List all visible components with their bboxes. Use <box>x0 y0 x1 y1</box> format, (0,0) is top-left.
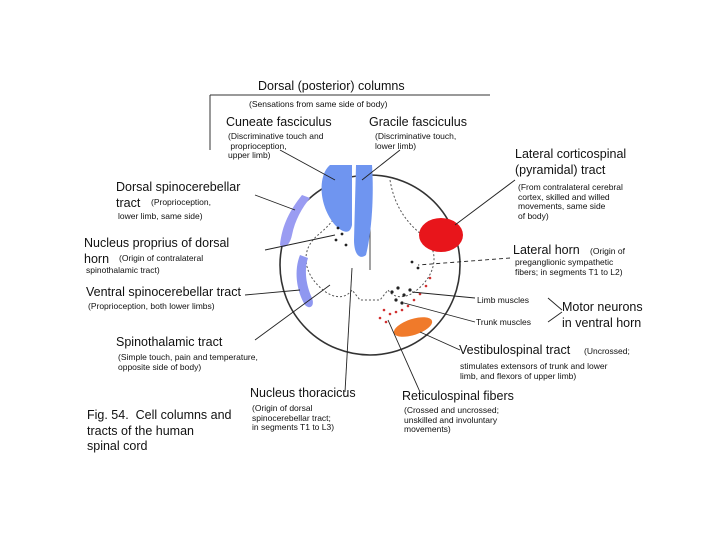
dorsal-spinocerebellar-note-2: lower limb, same side) <box>118 211 203 221</box>
leader-cuneate <box>279 149 336 181</box>
cuneate-fasciculus-tract <box>321 165 352 232</box>
cuneate-fasciculus-label: Cuneate fasciculus <box>226 115 332 129</box>
leader-corticospinal <box>454 179 516 226</box>
vestibulospinal-label: Vestibulospinal tract <box>459 343 571 357</box>
nucleus-proprius-note: (Origin of contralateral <box>119 253 204 263</box>
reticulospinal-note: (Crossed and uncrossed; unskilled and in… <box>404 405 499 435</box>
ventral-spinocerebellar-tract-shape <box>296 255 313 308</box>
dorsal-columns-label: Dorsal (posterior) columns <box>258 79 405 93</box>
nucleus-proprius-note-2: spinothalamic tract) <box>86 265 160 275</box>
motor-neurons-label: Motor neurons in ventral horn <box>562 300 643 330</box>
cuneate-fasciculus-note: (Discriminative touch and proprioception… <box>228 131 324 161</box>
gracile-fasciculus-label: Gracile fasciculus <box>369 115 467 129</box>
spinothalamic-note: (Simple touch, pain and temperature, opp… <box>118 352 258 372</box>
leader-nucleus-thoracicus <box>344 267 353 393</box>
leader-lines <box>244 149 563 393</box>
nucleus-proprius-label: Nucleus proprius of dorsal horn <box>84 236 230 266</box>
nucleus-thoracicus-note: (Origin of dorsal spinocerebellar tract;… <box>252 403 335 433</box>
leader-motor-neurons-b <box>547 311 563 323</box>
figure-caption: Fig. 54. Cell columns and tracts of the … <box>87 408 232 454</box>
trunk-muscles-label: Trunk muscles <box>476 317 531 327</box>
dorsal-spinocerebellar-tract-shape <box>280 195 310 247</box>
ventral-spinocerebellar-label: Ventral spinocerebellar tract <box>86 285 241 299</box>
leader-spinothalamic <box>254 284 331 341</box>
leader-vestibulospinal <box>419 331 461 351</box>
leader-trunk-muscles <box>403 302 476 323</box>
lateral-corticospinal-tract-shape <box>419 218 463 252</box>
vestibulospinal-tract-shape <box>393 317 433 337</box>
dorsal-spinocerebellar-note: (Proprioception, <box>151 197 212 207</box>
leader-dorsal-spinocerebellar <box>254 194 296 211</box>
nucleus-thoracicus-label: Nucleus thoracicus <box>250 386 356 400</box>
leader-ventral-spinocerebellar <box>244 289 301 296</box>
reticulospinal-fiber-dots <box>378 276 432 324</box>
vestibulospinal-note-2: stimulates extensors of trunk and lower … <box>460 361 608 381</box>
dorsal-columns-note: (Sensations from same side of body) <box>249 99 388 109</box>
leader-nucleus-proprius <box>264 234 336 251</box>
ventral-spinocerebellar-note: (Proprioception, both lower limbs) <box>88 301 215 311</box>
reticulospinal-label: Reticulospinal fibers <box>402 389 514 403</box>
limb-muscles-label: Limb muscles <box>477 295 529 305</box>
leader-gracile <box>361 149 401 181</box>
leader-reticulospinal <box>387 319 421 393</box>
spinothalamic-label: Spinothalamic tract <box>116 335 223 349</box>
lateral-horn-note-2: preganglionic sympathetic fibers; in seg… <box>515 257 623 277</box>
gracile-fasciculus-note: (Discriminative touch, lower limb) <box>375 131 457 151</box>
motor-neuron-dots <box>334 226 420 305</box>
lateral-corticospinal-label: Lateral corticospinal (pyramidal) tract <box>515 147 627 177</box>
vestibulospinal-note: (Uncrossed; <box>584 346 630 356</box>
lateral-horn-note: (Origin of <box>590 246 625 256</box>
leader-motor-neurons-a <box>547 297 563 311</box>
leader-limb-muscles <box>411 291 476 299</box>
lateral-horn-label: Lateral horn <box>513 243 580 257</box>
leader-lateral-horn <box>417 257 511 266</box>
gracile-fasciculus-tract <box>354 165 373 257</box>
lateral-corticospinal-note: (From contralateral cerebral cortex, ski… <box>518 182 623 221</box>
dorsal-spinocerebellar-label: Dorsal spinocerebellar tract <box>116 180 241 210</box>
